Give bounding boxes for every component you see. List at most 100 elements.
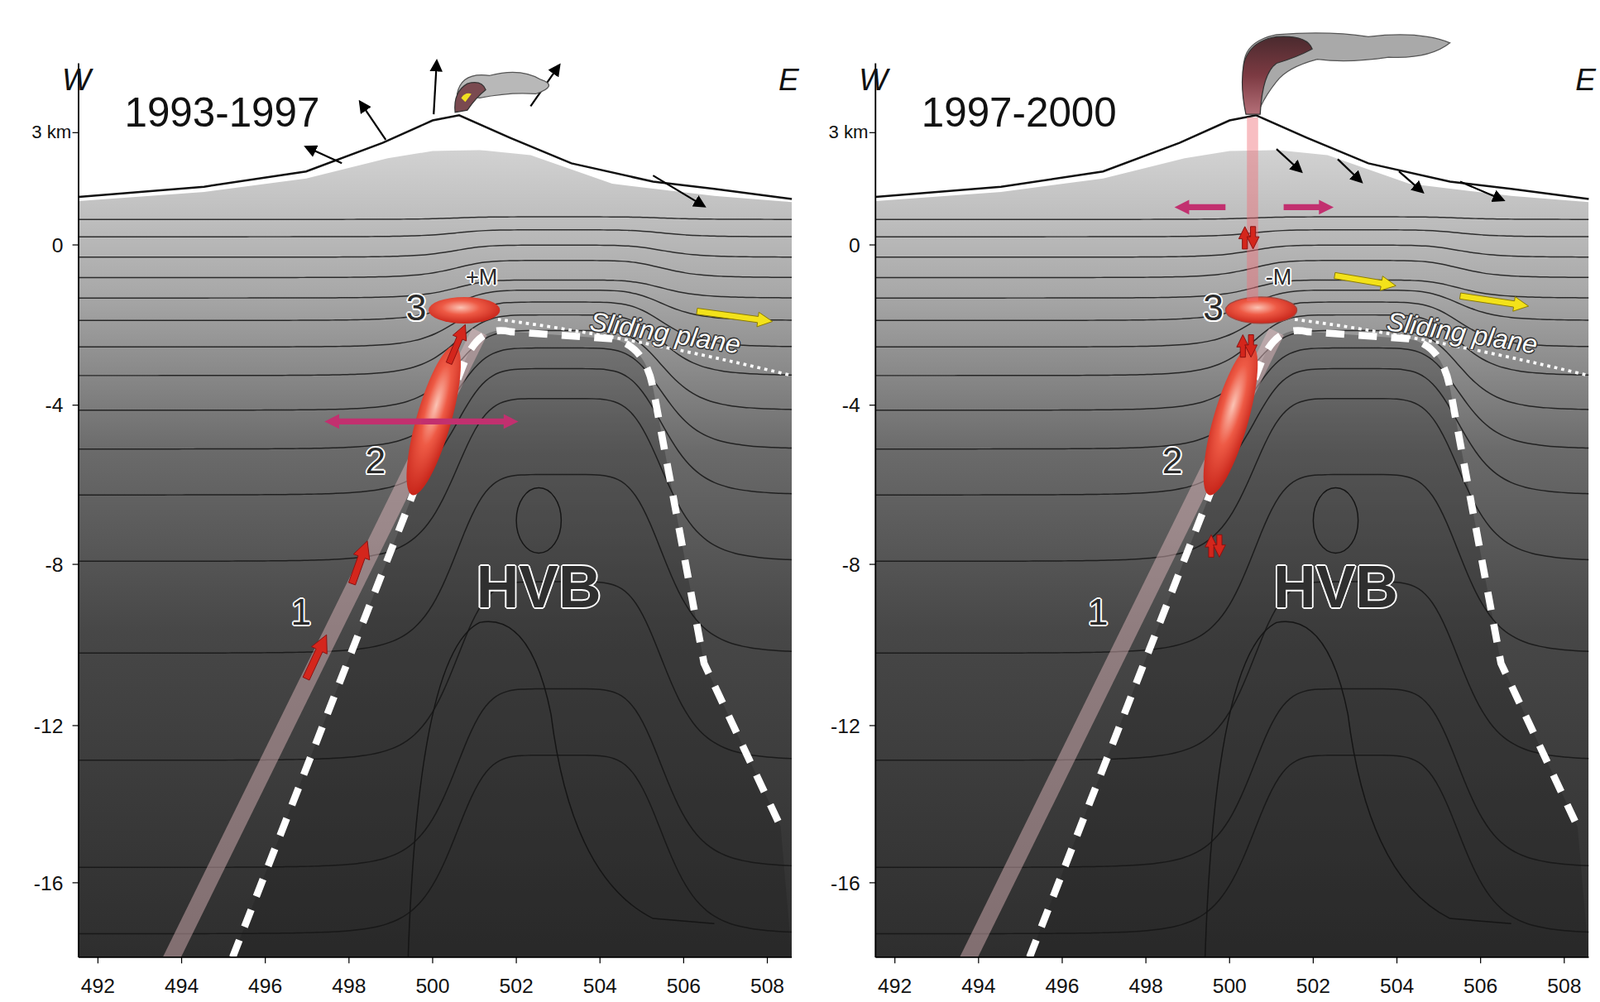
motion-arrow (1245, 335, 1258, 358)
axis-tick (72, 244, 79, 245)
contour-line (407, 621, 714, 958)
motion-arrow (302, 634, 327, 681)
magma-chamber (428, 297, 500, 324)
axis-tick (72, 404, 79, 406)
axis-label: 498 (331, 975, 366, 997)
contour-line (1312, 488, 1358, 554)
ground-fill (78, 101, 792, 958)
contour-line (516, 488, 561, 554)
contour-line (868, 244, 1598, 257)
axis-tick (72, 563, 79, 565)
contour-line (71, 398, 800, 562)
contour-line (71, 279, 800, 298)
panel-title: 1997-2000 (921, 91, 1117, 133)
contour-line (71, 229, 800, 237)
section-panel (71, 61, 800, 965)
compass-letter: W (62, 64, 92, 96)
motion-arrow (324, 414, 421, 430)
contour-line (71, 216, 800, 220)
motion-arrow (1283, 199, 1334, 215)
axis-tick (766, 957, 768, 963)
axis-tick (977, 957, 979, 963)
axis-label: 496 (248, 975, 283, 997)
sliding-plane-label: Sliding plane (588, 307, 743, 358)
axis-label: 506 (1463, 975, 1498, 997)
eruption-glow (460, 93, 471, 102)
axis-tick (869, 724, 876, 726)
axis-label: -12 (33, 715, 64, 737)
depth-axis (874, 62, 877, 957)
magma-chamber (1225, 297, 1297, 324)
axis-tick (869, 563, 876, 565)
motion-arrow (696, 308, 773, 327)
axis-label: 494 (961, 975, 996, 997)
axis-tick (1396, 957, 1398, 963)
axis-tick (515, 957, 517, 963)
motion-arrow (1213, 534, 1227, 557)
axis-label: 496 (1044, 975, 1079, 997)
eruption-plume (1242, 36, 1313, 115)
axis-tick (869, 404, 876, 406)
contour-line (868, 260, 1598, 278)
compass-letter: E (778, 64, 800, 96)
distance-axis (875, 956, 1589, 959)
hvb-boundary (232, 330, 781, 957)
callout-number: 2 (365, 442, 387, 480)
motion-arrow (1174, 199, 1227, 215)
contour-line (71, 260, 800, 278)
axis-tick (1061, 957, 1063, 963)
axis-label: 502 (499, 975, 534, 997)
hvb-body (232, 330, 792, 957)
geology (71, 101, 800, 964)
deformation-arrow (1276, 148, 1302, 172)
distance-axis (78, 956, 792, 959)
contour-line (868, 755, 1598, 935)
callout-number: 3 (1202, 289, 1224, 326)
callout-number: 3 (406, 289, 427, 326)
motion-arrow (1334, 272, 1397, 291)
axis-label: 508 (750, 975, 785, 997)
axis-tick (72, 132, 79, 134)
axis-tick (1144, 957, 1146, 963)
mass-change-label: -M (1265, 266, 1293, 289)
axis-label: -16 (33, 872, 64, 894)
contour-line (71, 244, 800, 257)
body-label: HVB (476, 556, 602, 617)
contour-line (868, 689, 1598, 868)
deformation-arrow (1398, 171, 1423, 192)
axis-tick (869, 244, 876, 245)
motion-arrow (445, 324, 466, 365)
axis-label: 500 (415, 975, 450, 997)
contour-line (868, 279, 1598, 298)
axis-label: 492 (877, 975, 912, 997)
motion-arrow (1459, 292, 1529, 312)
axis-label: -16 (830, 872, 861, 894)
deformation-arrow (433, 61, 437, 115)
callout-number: 1 (1087, 594, 1109, 631)
eruption-plume (455, 82, 486, 113)
deformation-arrow (652, 175, 705, 206)
axis-label: 0 (848, 234, 861, 256)
axis-label: 492 (81, 975, 115, 997)
motion-arrow (420, 414, 518, 430)
axis-tick (1480, 957, 1481, 963)
axis-tick (431, 957, 433, 963)
compass-letter: E (1575, 64, 1596, 96)
contour-line (71, 755, 800, 935)
motion-arrow (1246, 226, 1260, 250)
compass-letter: W (858, 64, 888, 96)
section-panel (868, 33, 1598, 965)
contour-line (868, 474, 1598, 654)
panel-title: 1993-1997 (124, 91, 320, 133)
axis-label: -12 (830, 715, 861, 737)
eruption-column (1246, 117, 1259, 302)
hvb-body (1029, 330, 1590, 957)
axis-label: 498 (1129, 975, 1164, 997)
magma-conduit (965, 331, 1277, 965)
magma-chamber (1192, 340, 1269, 500)
contour-line (1205, 621, 1512, 958)
axis-label: 506 (666, 975, 701, 997)
